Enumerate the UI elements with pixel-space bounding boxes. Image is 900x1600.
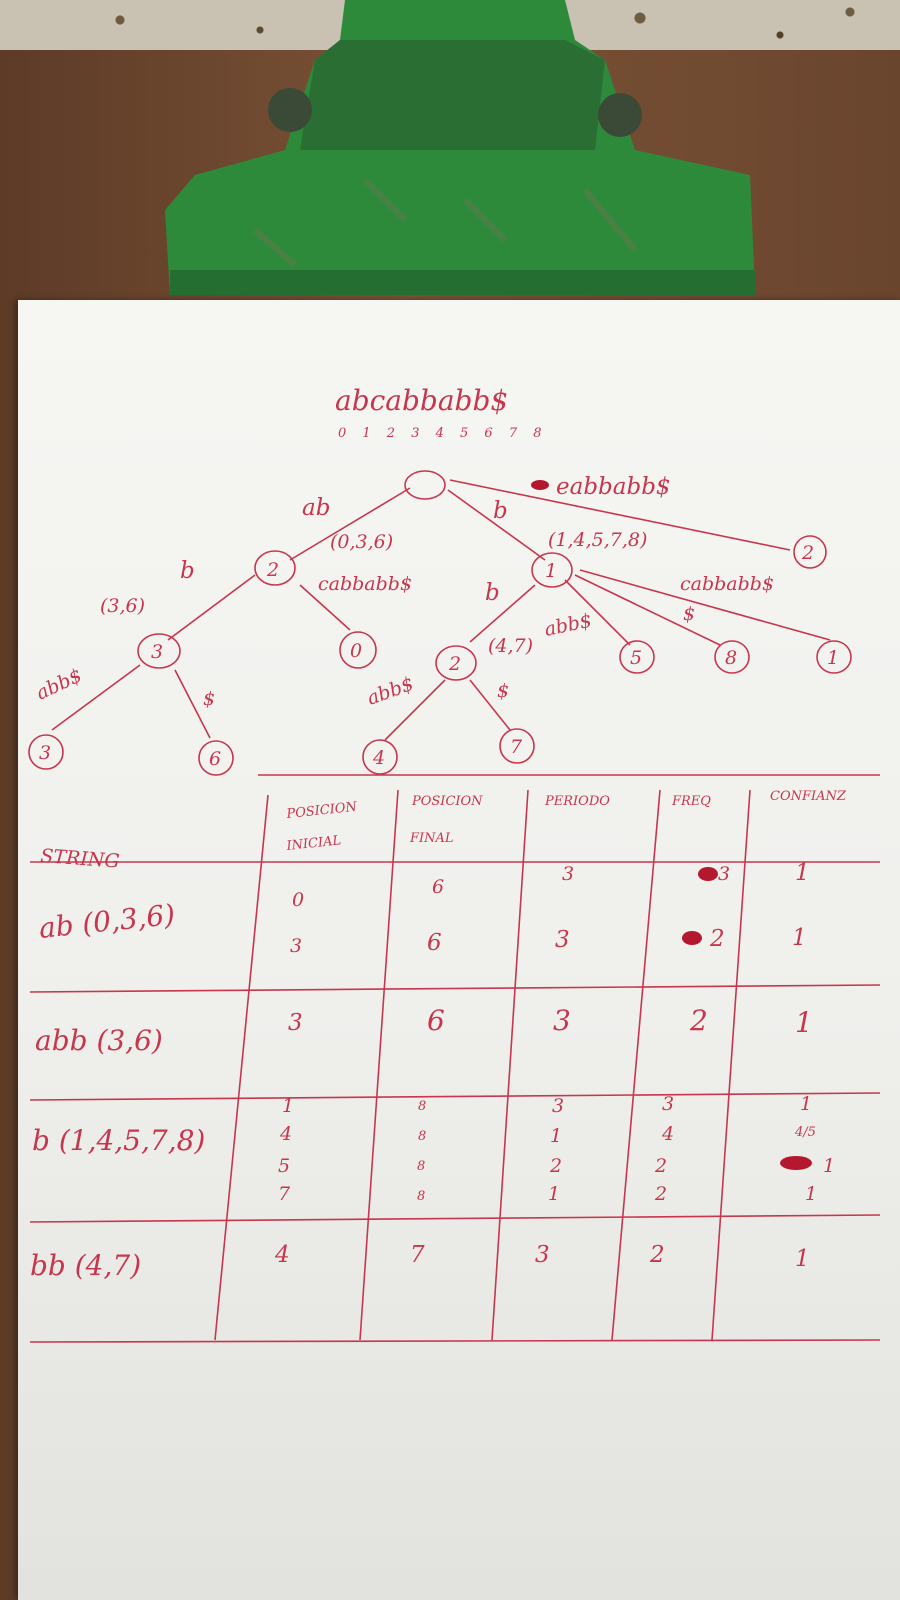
edge-label-ab-b: b [180,558,195,584]
node-b-positions: (1,4,5,7,8) [548,529,647,551]
cell-conf: 1 [795,860,810,886]
cell-per: 1 [548,1183,560,1205]
cell-conf: 4/5 [794,1125,816,1140]
leaf-1: 1 [827,647,839,669]
node-bb-label: 2 [448,653,461,675]
input-string: abcabbabb$ [335,384,508,417]
cell-per: 3 [535,1242,550,1268]
header-string: STRING [40,845,121,872]
edge-label-ab-cabb: cabbabb$ [318,573,412,595]
node-abb-positions: (3,6) [100,595,145,617]
header-periodo: PERIODO [544,794,610,809]
cell-freq: 3 [662,1093,674,1115]
cell-conf: 1 [805,1183,817,1205]
cell-ini: 4 [279,1123,292,1145]
edge-label-b-abb: abb$ [542,609,593,640]
cell-freq: 2 [649,1242,665,1268]
cell-freq: 2 [654,1183,667,1205]
scribble-mark [780,1156,812,1170]
cell-per: 3 [562,863,574,885]
cell-freq: 2 [709,926,725,952]
cell-ini: 3 [288,1010,303,1036]
cell-freq: 4 [661,1123,674,1145]
edge-label-dollar-2: $ [683,603,695,625]
header-pos-final-2: FINAL [409,831,454,846]
header-pos-inicial-2: INICIAL [285,833,342,854]
cell-fin: 6 [427,1004,445,1037]
header-freq: FREQ [671,794,711,809]
edge-label-bb-abb: abb$ [364,673,416,710]
leaf-0: 0 [350,640,362,662]
cell-fin: 8 [418,1099,426,1114]
scribble-mark [682,931,702,945]
leaf-5: 5 [630,647,642,669]
row-string-abb: abb (3,6) [35,1024,163,1057]
cell-fin: 8 [417,1189,425,1204]
edge-label-ab: ab [302,495,330,521]
edge-label-dollar-1: $ [203,688,215,710]
node-ab-positions: (0,3,6) [330,531,393,553]
edge-label-dollar-3: $ [497,680,509,702]
cell-per: 2 [549,1155,562,1177]
node-ab-label: 2 [266,559,279,581]
row-string-ab: ab (0,3,6) [37,898,176,945]
header-pos-final-1: POSICION [411,794,483,809]
leaf-7: 7 [510,736,523,758]
leaf-3: 3 [39,742,51,764]
header-confianza: CONFIANZ [770,789,847,804]
cell-fin: 7 [410,1242,425,1268]
edge-label-b-b: b [485,580,500,606]
cell-conf: 1 [823,1155,835,1177]
cell-conf: 1 [792,925,807,951]
leaf-4: 4 [372,747,385,769]
cell-ini: 0 [292,889,304,911]
cell-conf: 1 [795,1006,813,1039]
cell-freq: 2 [654,1155,667,1177]
leaf-8: 8 [725,647,737,669]
edge-label-b-cabb: cabbabb$ [680,573,774,595]
cell-fin: 6 [432,876,444,898]
node-b-label: 1 [545,560,557,582]
leaf-right-2: 2 [801,542,814,564]
cell-conf: 1 [795,1246,810,1272]
row-string-b: b (1,4,5,7,8) [32,1124,205,1157]
edge-label-root-long: eabbabb$ [556,474,671,500]
scribble-mark [698,867,718,881]
cell-per: 1 [550,1125,562,1147]
scribble-mark [531,480,549,490]
cell-per: 3 [552,1095,564,1117]
header-pos-inicial-1: POSICION [285,800,358,822]
cell-ini: 5 [278,1155,290,1177]
cell-fin: 6 [427,930,442,956]
edge-label-abb-dollar: abb$ [33,664,86,704]
cell-ini: 4 [274,1242,290,1268]
cell-conf: 1 [800,1093,812,1115]
cell-ini: 1 [282,1095,294,1117]
leaf-6: 6 [209,748,221,770]
cell-per: 3 [553,1004,571,1037]
cell-fin: 8 [418,1129,426,1144]
metal-clip [165,0,760,310]
row-string-bb: bb (4,7) [30,1249,141,1282]
node-bb-positions: (4,7) [488,635,533,657]
cell-fin: 8 [417,1159,425,1174]
cell-per: 3 [555,927,570,953]
cell-ini: 3 [290,935,302,957]
edge-label-b: b [493,498,508,524]
cell-freq: 2 [689,1004,708,1037]
cell-freq: 3 [718,863,730,885]
paper-sheet [18,300,900,1600]
cell-ini: 7 [278,1183,291,1205]
node-abb-label: 3 [151,641,163,663]
string-indices: 0 1 2 3 4 5 6 7 8 [338,426,548,441]
